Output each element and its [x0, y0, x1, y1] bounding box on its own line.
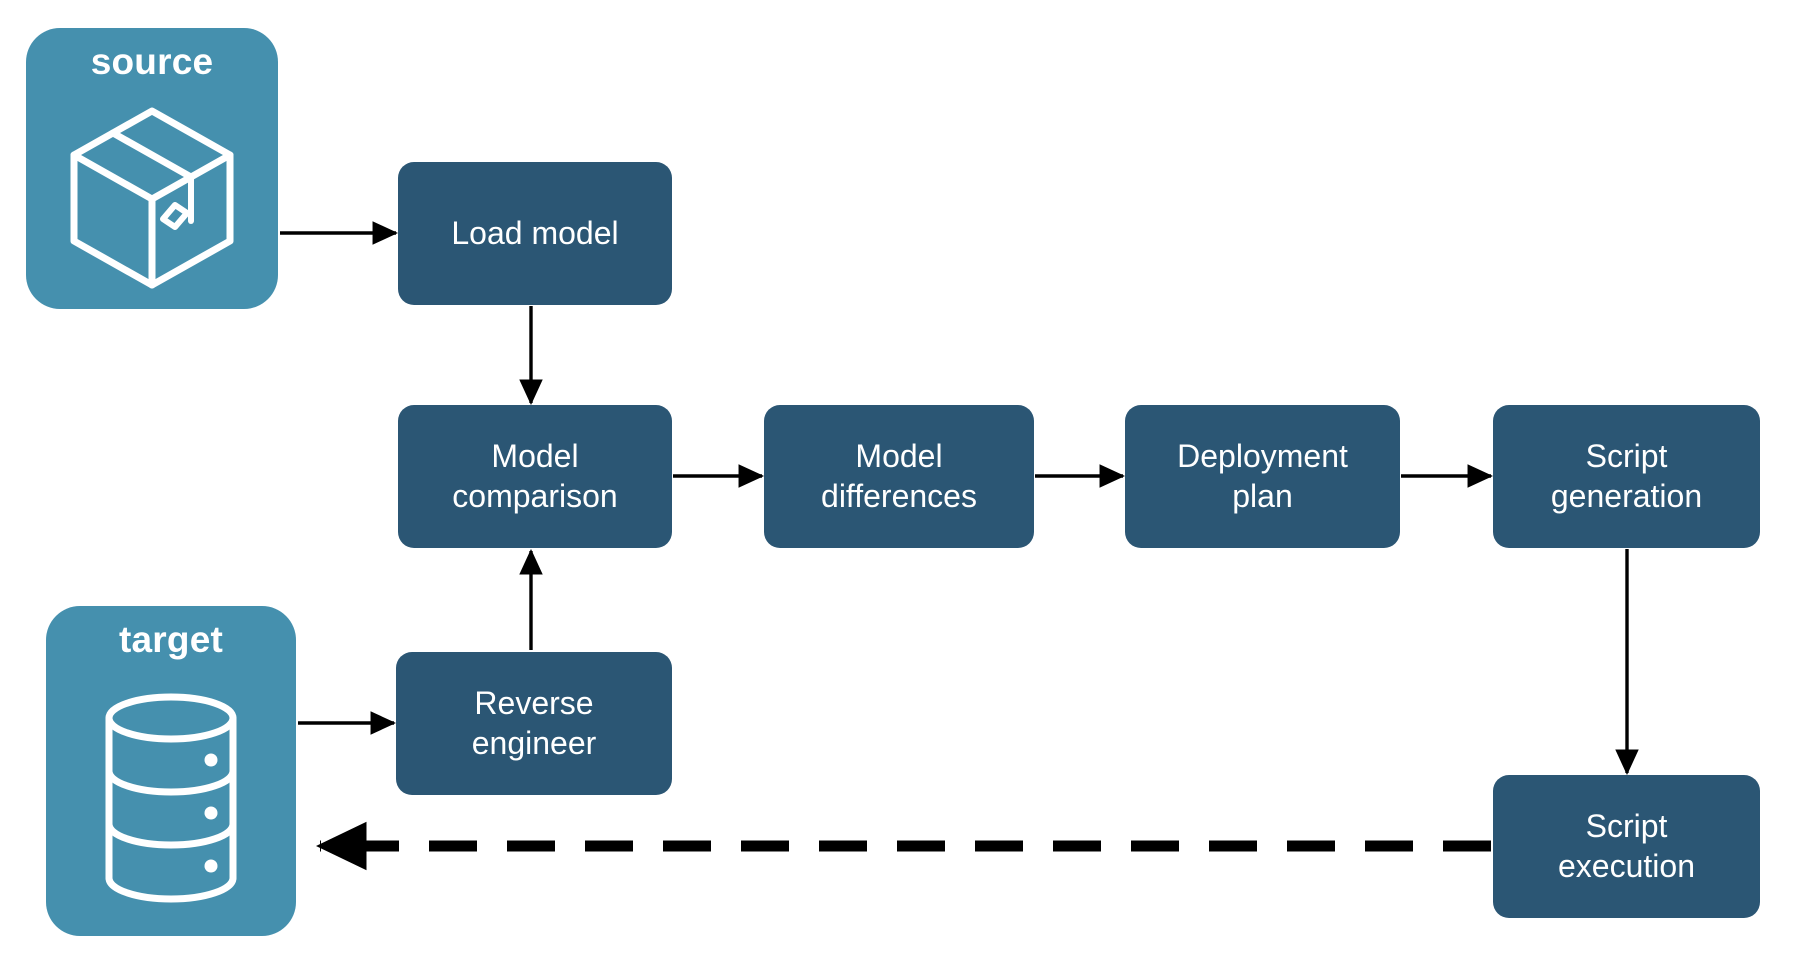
node-script-execution-label: Script execution	[1558, 808, 1695, 884]
node-target[interactable]: target	[46, 606, 296, 936]
node-source[interactable]: source	[26, 28, 278, 309]
package-box-icon	[26, 83, 278, 309]
node-reverse-engineer[interactable]: Reverse engineer	[396, 652, 672, 795]
node-reverse-engineer-label: Reverse engineer	[471, 685, 597, 761]
node-source-label: source	[90, 41, 214, 82]
node-model-differences-label: Model differences	[821, 438, 977, 514]
node-deployment-plan[interactable]: Deployment plan	[1125, 405, 1400, 548]
node-target-label: target	[119, 619, 223, 660]
node-model-differences[interactable]: Model differences	[764, 405, 1034, 548]
node-model-comparison-label: Model comparison	[452, 438, 618, 514]
node-deployment-plan-label: Deployment plan	[1177, 438, 1348, 514]
node-script-execution[interactable]: Script execution	[1493, 775, 1760, 918]
node-script-generation[interactable]: Script generation	[1493, 405, 1760, 548]
node-script-generation-label: Script generation	[1550, 438, 1703, 514]
node-model-comparison[interactable]: Model comparison	[398, 405, 672, 548]
node-load-model-label: Load model	[451, 214, 619, 251]
node-load-model[interactable]: Load model	[398, 162, 672, 305]
database-cylinder-icon	[46, 661, 296, 936]
